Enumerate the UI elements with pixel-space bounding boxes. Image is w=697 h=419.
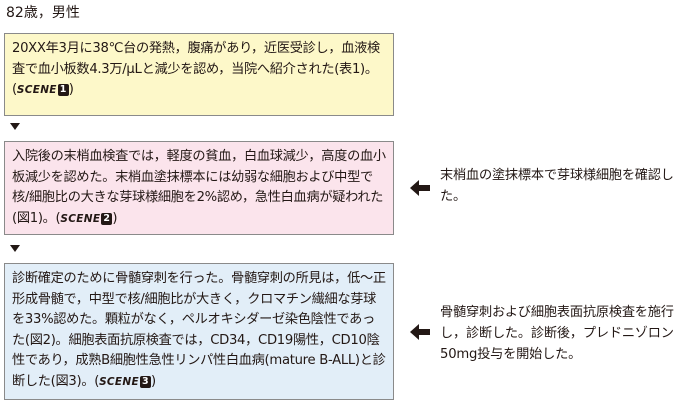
step-box-peripheral-blood: 入院後の末梢血検査では，軽度の貧血，白血球減少，高度の血小板減少を認めた。末梢血… xyxy=(4,141,394,235)
step-box-bone-marrow-diagnosis: 診断確定のために骨髄穿刺を行った。骨髄穿刺の所見は，低～正形成骨髄で，中型で核/… xyxy=(4,263,394,400)
scene-number-badge: 1 xyxy=(57,84,69,96)
down-arrow-icon xyxy=(10,123,20,130)
down-arrow-icon xyxy=(10,245,20,252)
step-text-close: ) xyxy=(150,373,156,389)
scene-label: SCENE xyxy=(99,375,139,388)
annotation-note: 末梢血の塗抹標本で芽球様細胞を確認した。 xyxy=(440,168,674,204)
scene-label: SCENE xyxy=(60,212,101,225)
step-text: 診断確定のために骨髄穿刺を行った。骨髄穿刺の所見は，低～正形成骨髄で，中型で核/… xyxy=(12,271,386,389)
left-arrow-icon xyxy=(410,180,430,196)
scene-number-badge: 2 xyxy=(101,212,113,225)
scene-number-badge: 3 xyxy=(139,375,151,388)
annotation-note: 骨髄穿刺および細胞表面抗原検査を施行し，診断した。診断後，プレドニゾロン50mg… xyxy=(440,305,674,362)
step-text-close: ) xyxy=(112,210,118,226)
step-text: 20XX年3月に38℃台の発熱，腹痛があり，近医受診し，血液検査で血小板数4.3… xyxy=(12,41,380,97)
left-arrow-icon xyxy=(410,324,430,340)
patient-header: 82歳，男性 xyxy=(6,5,80,21)
step-text: 入院後の末梢血検査では，軽度の貧血，白血球減少，高度の血小板減少を認めた。末梢血… xyxy=(12,149,386,226)
step-box-referral: 20XX年3月に38℃台の発熱，腹痛があり，近医受診し，血液検査で血小板数4.3… xyxy=(4,33,394,116)
scene-label: SCENE xyxy=(16,84,57,96)
step-text-close: ) xyxy=(68,82,74,97)
